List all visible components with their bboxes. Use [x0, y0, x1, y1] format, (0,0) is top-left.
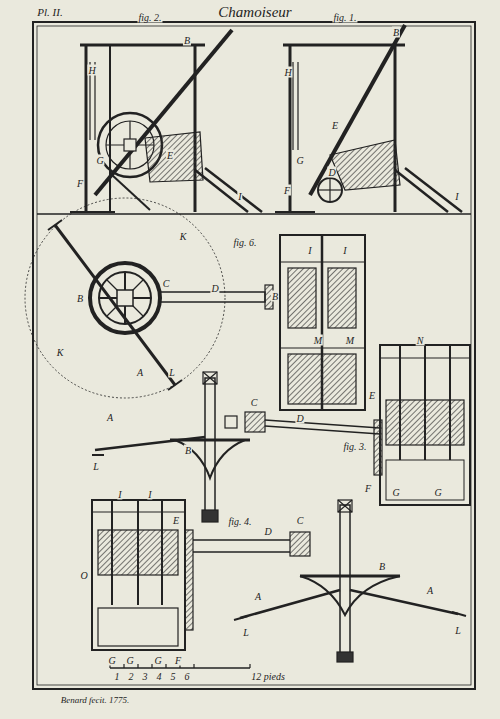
callout-letter: E: [166, 150, 174, 161]
callout-letter: I: [237, 191, 242, 202]
callout-letter: L: [242, 627, 250, 638]
callout-letter: B: [76, 293, 84, 304]
plate-label: fig. 4.: [227, 516, 252, 527]
callout-letter: M: [345, 335, 355, 346]
callout-letter: 5: [170, 671, 177, 682]
callout-letter: N: [416, 335, 425, 346]
plate-title: Chamoiseur: [216, 4, 293, 21]
callout-letter: H: [283, 67, 292, 78]
callout-letter: G: [391, 487, 400, 498]
callout-letter: O: [79, 570, 88, 581]
callout-letter: G: [125, 655, 134, 666]
callout-letter: C: [162, 278, 171, 289]
callout-letter: I: [454, 191, 459, 202]
callout-letter: G: [95, 155, 104, 166]
callout-letter: G: [295, 155, 304, 166]
callout-letter: D: [295, 413, 304, 424]
callout-letter: G: [433, 487, 442, 498]
callout-letter: D: [263, 526, 272, 537]
callout-letter: D: [210, 283, 219, 294]
callout-letter: I: [342, 245, 347, 256]
plate-label: fig. 2.: [137, 12, 162, 23]
callout-letter: B: [183, 35, 191, 46]
plate-label: Benard fecit. 1775.: [60, 695, 131, 706]
callout-letter: C: [250, 397, 259, 408]
callout-letter: B: [184, 445, 192, 456]
callout-letter: B: [378, 561, 386, 572]
callout-letter: A: [254, 591, 262, 602]
callout-letter: 2: [128, 671, 135, 682]
callout-letter: C: [296, 515, 305, 526]
callout-letter: A: [106, 412, 114, 423]
plate-label: fig. 6.: [232, 237, 257, 248]
callout-letter: D: [327, 167, 336, 178]
callout-letter: B: [271, 291, 279, 302]
callout-letter: A: [426, 585, 434, 596]
callout-letter: K: [56, 347, 65, 358]
callout-letter: E: [172, 515, 180, 526]
callout-letter: F: [174, 655, 182, 666]
callout-letter: L: [168, 367, 176, 378]
callout-letter: F: [76, 178, 84, 189]
callout-letter: I: [147, 489, 152, 500]
callout-letter: L: [92, 461, 100, 472]
callout-letter: A: [136, 367, 144, 378]
callout-letter: I: [117, 489, 122, 500]
plate-label: fig. 3.: [342, 441, 367, 452]
callout-letter: 6: [184, 671, 191, 682]
plate-label: 12 pieds: [250, 671, 286, 682]
callout-letter: F: [364, 483, 372, 494]
callout-letter: 4: [156, 671, 163, 682]
callout-letter: G: [153, 655, 162, 666]
callout-letter: M: [313, 335, 323, 346]
callout-letter: G: [107, 655, 116, 666]
callout-letter: 3: [142, 671, 149, 682]
plate-label: fig. 1.: [332, 12, 357, 23]
callout-letter: F: [283, 185, 291, 196]
callout-letter: I: [307, 245, 312, 256]
callout-letter: H: [87, 65, 96, 76]
callout-letter: L: [454, 625, 462, 636]
plate-label: Pl. II.: [36, 7, 63, 18]
callout-letter: K: [179, 231, 188, 242]
callout-letter: 1: [114, 671, 121, 682]
callout-letter: E: [368, 390, 376, 401]
callout-letter: E: [331, 120, 339, 131]
callout-letter: B: [392, 27, 400, 38]
